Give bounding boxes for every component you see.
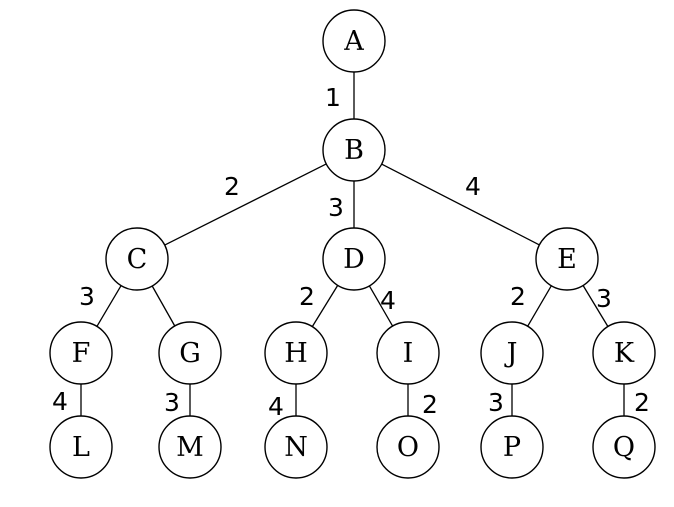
node-circle <box>158 415 222 479</box>
node-label: H <box>284 338 308 369</box>
edge-d-i <box>368 285 394 327</box>
node-circle <box>322 118 386 182</box>
edge-b-c <box>164 163 327 246</box>
node-l: L <box>49 415 113 479</box>
edge-e-k <box>582 285 609 327</box>
node-label: K <box>614 338 635 369</box>
node-label: Q <box>613 432 635 463</box>
node-label: F <box>72 338 91 369</box>
node-circle <box>322 9 386 73</box>
edge-weight-b-d: 3 <box>328 193 344 222</box>
node-label: O <box>397 432 419 463</box>
node-label: E <box>557 244 577 275</box>
edge-weight-d-i: 4 <box>380 286 396 315</box>
node-circle <box>592 415 656 479</box>
edge-weight-i-o: 2 <box>422 390 438 419</box>
edge-e-j <box>527 285 552 327</box>
edge-c-g <box>151 285 176 327</box>
edge-d-h <box>311 285 339 327</box>
node-c: C <box>105 227 169 291</box>
edge-weight-b-e: 4 <box>465 172 481 201</box>
node-circle <box>322 227 386 291</box>
edge-b-e <box>381 163 540 246</box>
edge-weight-h-n: 4 <box>268 392 284 421</box>
node-circle <box>158 321 222 385</box>
node-label: A <box>343 26 364 57</box>
node-p: P <box>480 415 544 479</box>
node-label: D <box>343 244 365 275</box>
node-circle <box>49 321 113 385</box>
edge-weight-b-c: 2 <box>224 172 240 201</box>
node-circle <box>480 415 544 479</box>
node-label: M <box>176 432 204 463</box>
node-circle <box>535 227 599 291</box>
edges-layer <box>80 72 625 416</box>
edge-c-f <box>96 285 122 327</box>
edge-weights-layer: 1 2 3 4 3 2 4 2 3 4 3 4 2 3 2 <box>52 83 650 421</box>
node-circle <box>376 415 440 479</box>
node-b: B <box>322 118 386 182</box>
node-label: B <box>344 135 364 166</box>
nodes-layer: A B C D E F G H I J K L M N O P Q <box>49 9 656 479</box>
node-j: J <box>480 321 544 385</box>
node-d: D <box>322 227 386 291</box>
node-label: N <box>284 432 308 463</box>
node-f: F <box>49 321 113 385</box>
node-n: N <box>264 415 328 479</box>
node-circle <box>264 321 328 385</box>
node-a: A <box>322 9 386 73</box>
node-circle <box>264 415 328 479</box>
node-o: O <box>376 415 440 479</box>
node-circle <box>49 415 113 479</box>
edge-weight-e-j: 2 <box>510 282 526 311</box>
edge-weight-a-b: 1 <box>325 83 341 112</box>
node-q: Q <box>592 415 656 479</box>
node-circle <box>480 321 544 385</box>
node-label: P <box>503 432 521 463</box>
node-circle <box>376 321 440 385</box>
edge-weight-g-m: 3 <box>164 388 180 417</box>
node-label: C <box>127 244 148 275</box>
edge-weight-c-f: 3 <box>79 282 95 311</box>
node-g: G <box>158 321 222 385</box>
node-label: L <box>72 432 90 463</box>
node-label: G <box>179 338 201 369</box>
node-label: I <box>403 338 414 369</box>
edge-weight-e-k: 3 <box>596 284 612 313</box>
edge-weight-j-p: 3 <box>488 388 504 417</box>
node-k: K <box>592 321 656 385</box>
node-circle <box>105 227 169 291</box>
edge-weight-k-q: 2 <box>634 388 650 417</box>
edge-weight-d-h: 2 <box>299 282 315 311</box>
node-i: I <box>376 321 440 385</box>
node-label: J <box>504 338 518 369</box>
node-m: M <box>158 415 222 479</box>
node-circle <box>592 321 656 385</box>
edge-weight-f-l: 4 <box>52 387 68 416</box>
node-e: E <box>535 227 599 291</box>
node-h: H <box>264 321 328 385</box>
